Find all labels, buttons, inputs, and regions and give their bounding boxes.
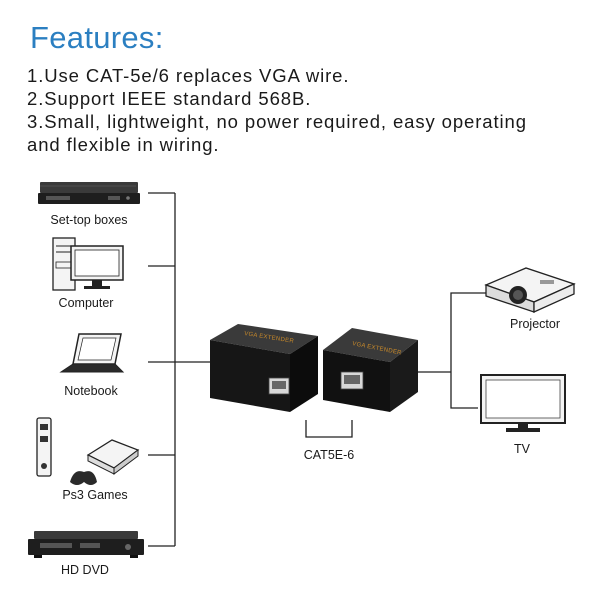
- feature-item: and flexible in wiring.: [27, 134, 220, 155]
- source-label-notebook: Notebook: [64, 384, 118, 398]
- output-label-tv: TV: [514, 442, 531, 456]
- feature-item: 1.Use CAT-5e/6 replaces VGA wire.: [27, 65, 350, 86]
- vga-extender-receiver: VGA EXTENDER: [323, 328, 418, 412]
- cable-label: CAT5E-6: [304, 448, 355, 462]
- desktop-computer-icon: [52, 237, 124, 291]
- source-label-hd-dvd: HD DVD: [61, 563, 109, 577]
- source-label-ps3-games: Ps3 Games: [62, 488, 127, 502]
- game-console-icon: [36, 417, 140, 485]
- page-title: Features:: [30, 20, 164, 55]
- tv-icon: [480, 374, 566, 432]
- rj45-port-icon: [340, 371, 364, 390]
- set-top-box-icon: [38, 182, 140, 204]
- source-label-computer: Computer: [59, 296, 114, 310]
- feature-item: 3.Small, lightweight, no power required,…: [27, 111, 527, 132]
- laptop-icon: [59, 333, 125, 373]
- dvd-player-icon: [28, 531, 144, 558]
- rj45-port-icon: [268, 377, 290, 395]
- feature-item: 2.Support IEEE standard 568B.: [27, 88, 312, 109]
- source-label-set-top-boxes: Set-top boxes: [50, 213, 127, 227]
- projector-icon: [484, 267, 576, 314]
- output-label-projector: Projector: [510, 317, 560, 331]
- vga-extender-transmitter: VGA EXTENDER: [210, 324, 318, 412]
- feature-list: 1.Use CAT-5e/6 replaces VGA wire. 2.Supp…: [27, 64, 597, 156]
